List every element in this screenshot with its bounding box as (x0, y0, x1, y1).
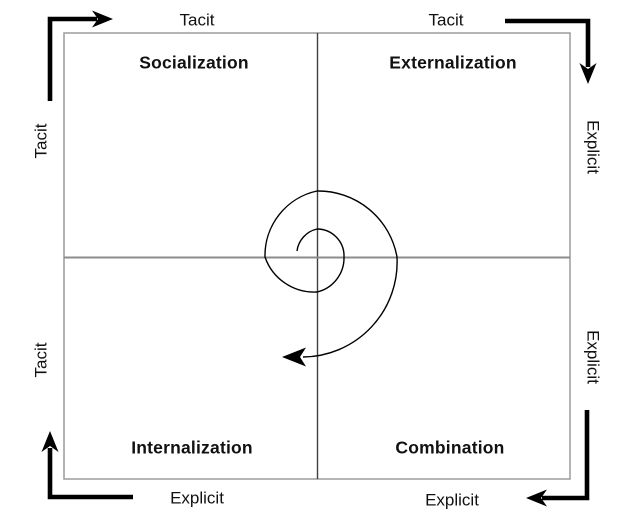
axis-label-explicit-bottom-right: Explicit (425, 490, 479, 510)
corner-arrow-bottom-right-head-icon (526, 489, 547, 507)
knowledge-spiral (264, 190, 398, 358)
corner-arrow-top-left (47, 16, 97, 101)
axis-label-tacit-top-left: Tacit (179, 10, 215, 30)
corner-arrow-top-right-head-icon (579, 63, 597, 84)
quadrant-label-socialization: Socialization (139, 52, 249, 73)
axis-label-explicit-bottom-left: Explicit (170, 488, 224, 508)
corner-arrow-bottom-left-head-icon (41, 431, 59, 452)
quadrant-label-combination: Combination (395, 437, 505, 458)
axis-label-tacit-left-top: Tacit (31, 123, 51, 159)
axis-label-tacit-left-bottom: Tacit (31, 342, 51, 378)
axis-label-explicit-right-bottom: Explicit (583, 330, 603, 384)
corner-arrow-bottom-left (47, 448, 133, 500)
corner-arrow-bottom-right (542, 410, 590, 501)
axis-label-tacit-top-right: Tacit (428, 10, 464, 30)
corner-arrow-top-right (505, 18, 591, 67)
corner-arrow-top-left-head-icon (92, 10, 113, 28)
quadrant-label-internalization: Internalization (131, 437, 253, 458)
axis-label-explicit-right-top: Explicit (583, 120, 603, 174)
quadrant-label-externalization: Externalization (389, 52, 517, 73)
spiral-left-arrowhead-icon (282, 347, 306, 367)
